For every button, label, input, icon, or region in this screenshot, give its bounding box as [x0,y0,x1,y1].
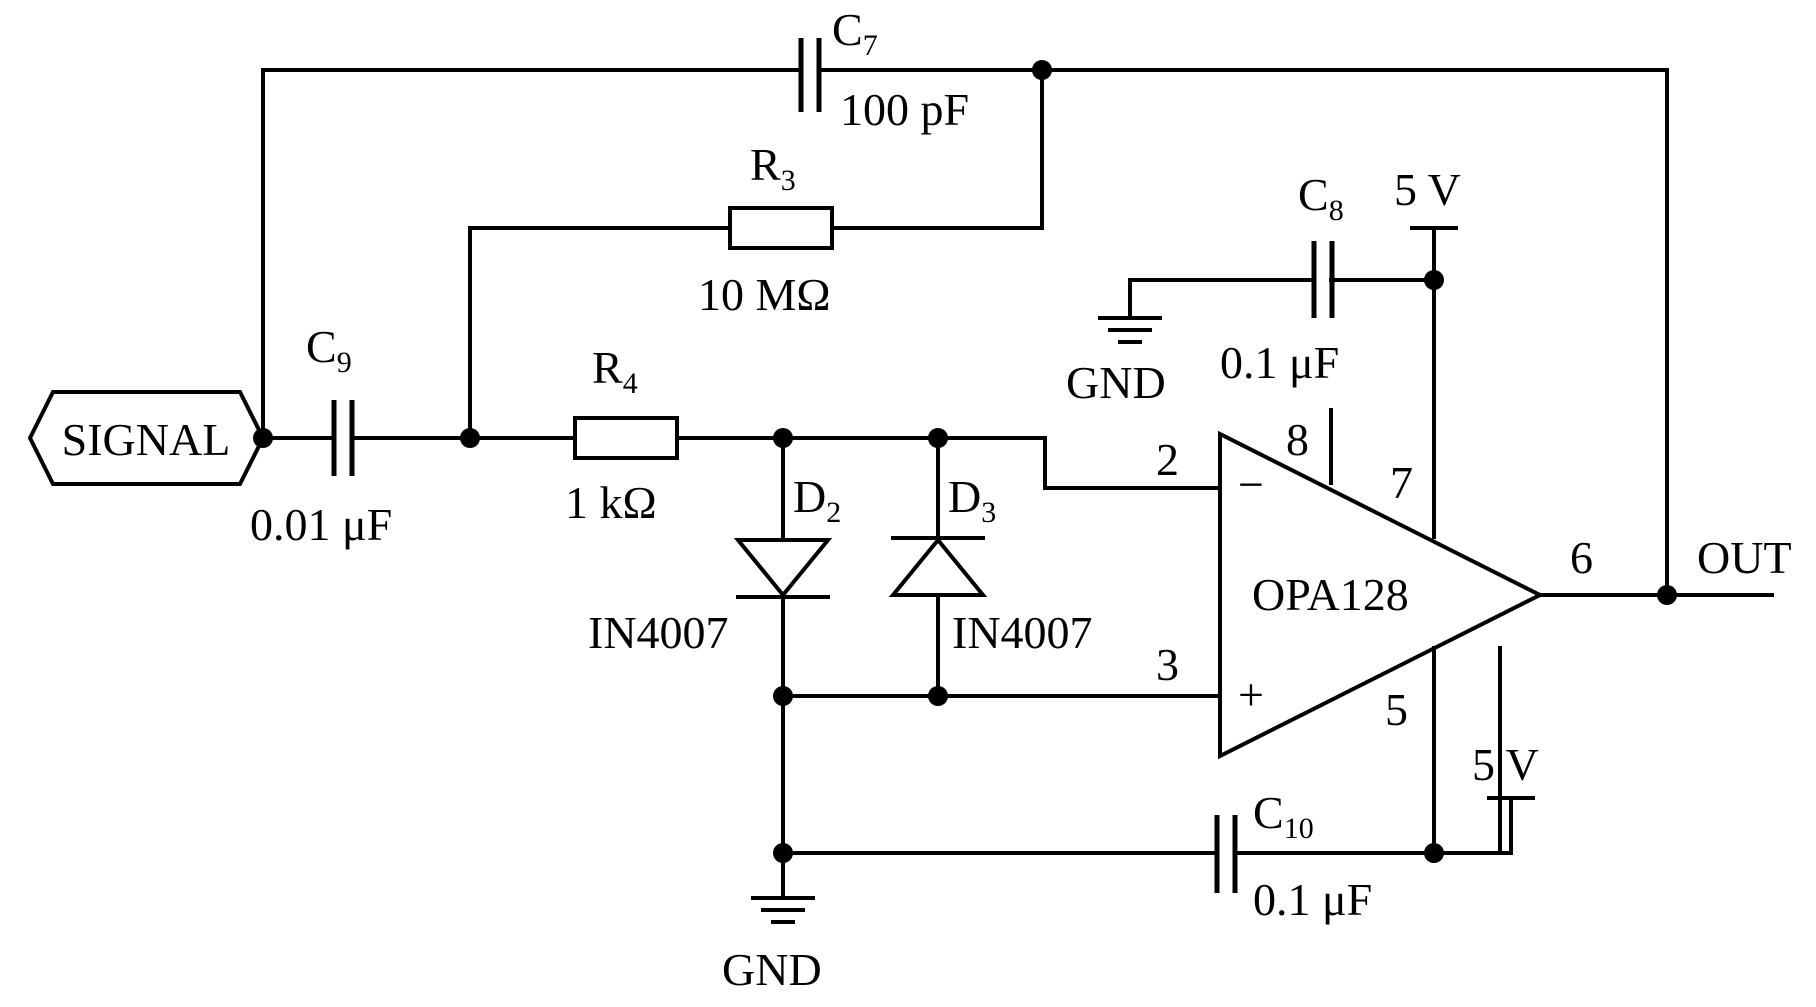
gnd-top-label: GND [1066,357,1166,408]
c9-value: 0.01 μF [250,499,392,550]
ground-symbol-bottom [751,851,815,924]
d3-label: D3 [948,471,996,529]
c10-value: 0.1 μF [1253,874,1372,925]
junction-dots [253,60,1677,863]
d3-part: IN4007 [952,607,1093,658]
pin-7-label: 7 [1390,457,1413,508]
c9-label: C9 [306,321,352,379]
opamp-triangle [1218,430,1545,760]
capacitor-c8 [1311,241,1335,318]
ground-symbol-top [1098,316,1162,344]
signal-label: SIGNAL [62,414,231,465]
d2-label: D2 [793,471,841,529]
c7-label: C7 [832,4,878,62]
gnd-bottom-label: GND [722,944,822,995]
c10-label: C10 [1253,787,1314,845]
r4-label: R4 [592,342,638,400]
diode-d3 [888,536,988,597]
capacitor-c9 [331,400,355,476]
pin-6-label: 6 [1570,532,1593,583]
resistor-r4 [573,416,679,460]
opamp-name: OPA128 [1252,569,1409,620]
supply-top-label: 5 V [1394,164,1461,215]
pin-2-label: 2 [1156,434,1179,485]
capacitor-c10 [1214,815,1238,893]
out-label: OUT [1697,532,1792,583]
c7-value: 100 pF [840,84,969,135]
c8-label: C8 [1298,169,1344,227]
r3-label: R3 [750,139,796,197]
c8-value: 0.1 μF [1220,337,1339,388]
capacitor-c7 [798,38,822,112]
pin-5-label: 5 [1385,684,1408,735]
opamp-plus: + [1238,669,1264,720]
pin-3-label: 3 [1156,639,1179,690]
r4-value: 1 kΩ [565,477,657,528]
d2-part: IN4007 [588,607,729,658]
opamp-minus: − [1238,459,1264,510]
wires [261,68,1774,855]
resistor-r3 [728,206,834,250]
supply-bottom-label: 5 V [1472,739,1539,790]
r3-value: 10 MΩ [698,269,831,320]
diode-d2 [733,538,833,599]
pin-8-label: 8 [1286,414,1309,465]
